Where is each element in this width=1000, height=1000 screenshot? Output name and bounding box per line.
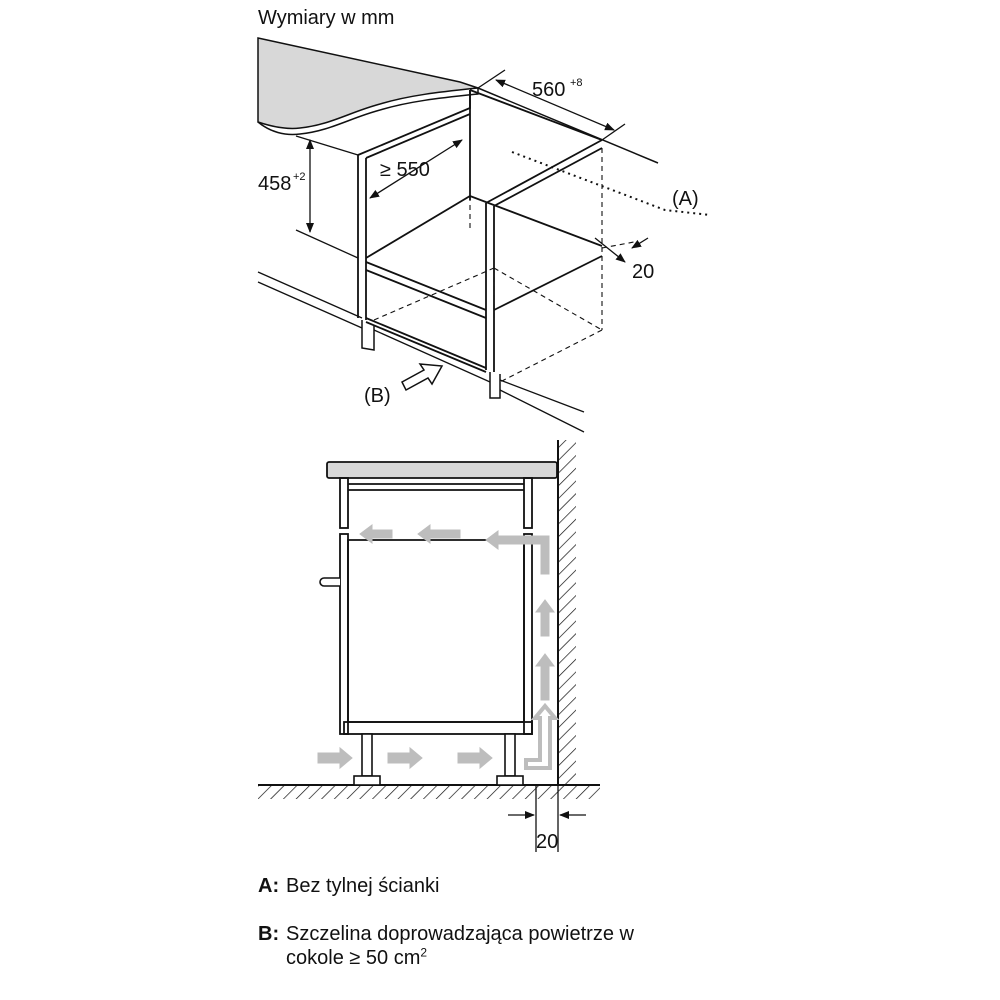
height-label: 458 +2 (258, 171, 306, 195)
depth-dimension (477, 69, 626, 141)
section-view (258, 440, 600, 852)
floor-lines (257, 271, 585, 433)
back-gap-label: 20 (632, 261, 654, 283)
worktop-slab (257, 37, 479, 130)
plinth (361, 320, 501, 399)
callout-b-label: (B) (364, 385, 391, 407)
isometric-view (257, 37, 711, 433)
wall-top-line (477, 87, 659, 164)
callout-b-arrow (401, 363, 444, 392)
legend-text-b-line2: cokole ≥ 50 cm (286, 947, 421, 969)
height-dimension (295, 135, 359, 259)
wall-gap-dimension (508, 785, 586, 852)
legend-text-b-line1: Szczelina doprowadzająca powietrze w (286, 923, 634, 945)
svg-text:560: 560 (532, 79, 565, 101)
section-worktop (326, 461, 558, 479)
callout-a-leader (511, 151, 711, 216)
legend-text-b-sup: 2 (420, 945, 428, 960)
airflow-arrows (317, 524, 560, 770)
back-gap-dimension (594, 237, 649, 263)
hidden-lines (373, 148, 635, 383)
min-depth-label: ≥ 550 (380, 159, 430, 181)
wall-hatch (558, 440, 576, 785)
oven-handle-icon (319, 577, 340, 587)
legend-item-b: B: Szczelina doprowadzająca powietrze w … (258, 922, 978, 970)
legend-text-a: Bez tylnej ścianki (286, 875, 440, 897)
legend-key-b: B: (258, 923, 280, 945)
wall-gap-label: 20 (536, 831, 558, 853)
cabinet-legs (353, 733, 524, 786)
diagram-title: Wymiary w mm (258, 7, 394, 29)
floor-hatch (258, 785, 600, 799)
min-depth-arrow (369, 139, 463, 199)
legend-item-a: A: Bez tylnej ścianki (258, 874, 978, 898)
svg-text:458: 458 (258, 173, 291, 195)
niche-outline (357, 89, 603, 373)
svg-text:+2: +2 (293, 171, 306, 183)
worktop-edge (257, 88, 479, 136)
depth-label: 560 +8 (532, 77, 583, 101)
legend-key-a: A: (258, 875, 280, 897)
cabinet-frame (339, 477, 533, 735)
svg-text:+8: +8 (570, 77, 583, 89)
callout-a-label: (A) (672, 188, 699, 210)
legend-text-b: Szczelina doprowadzająca powietrze w cok… (286, 922, 978, 970)
